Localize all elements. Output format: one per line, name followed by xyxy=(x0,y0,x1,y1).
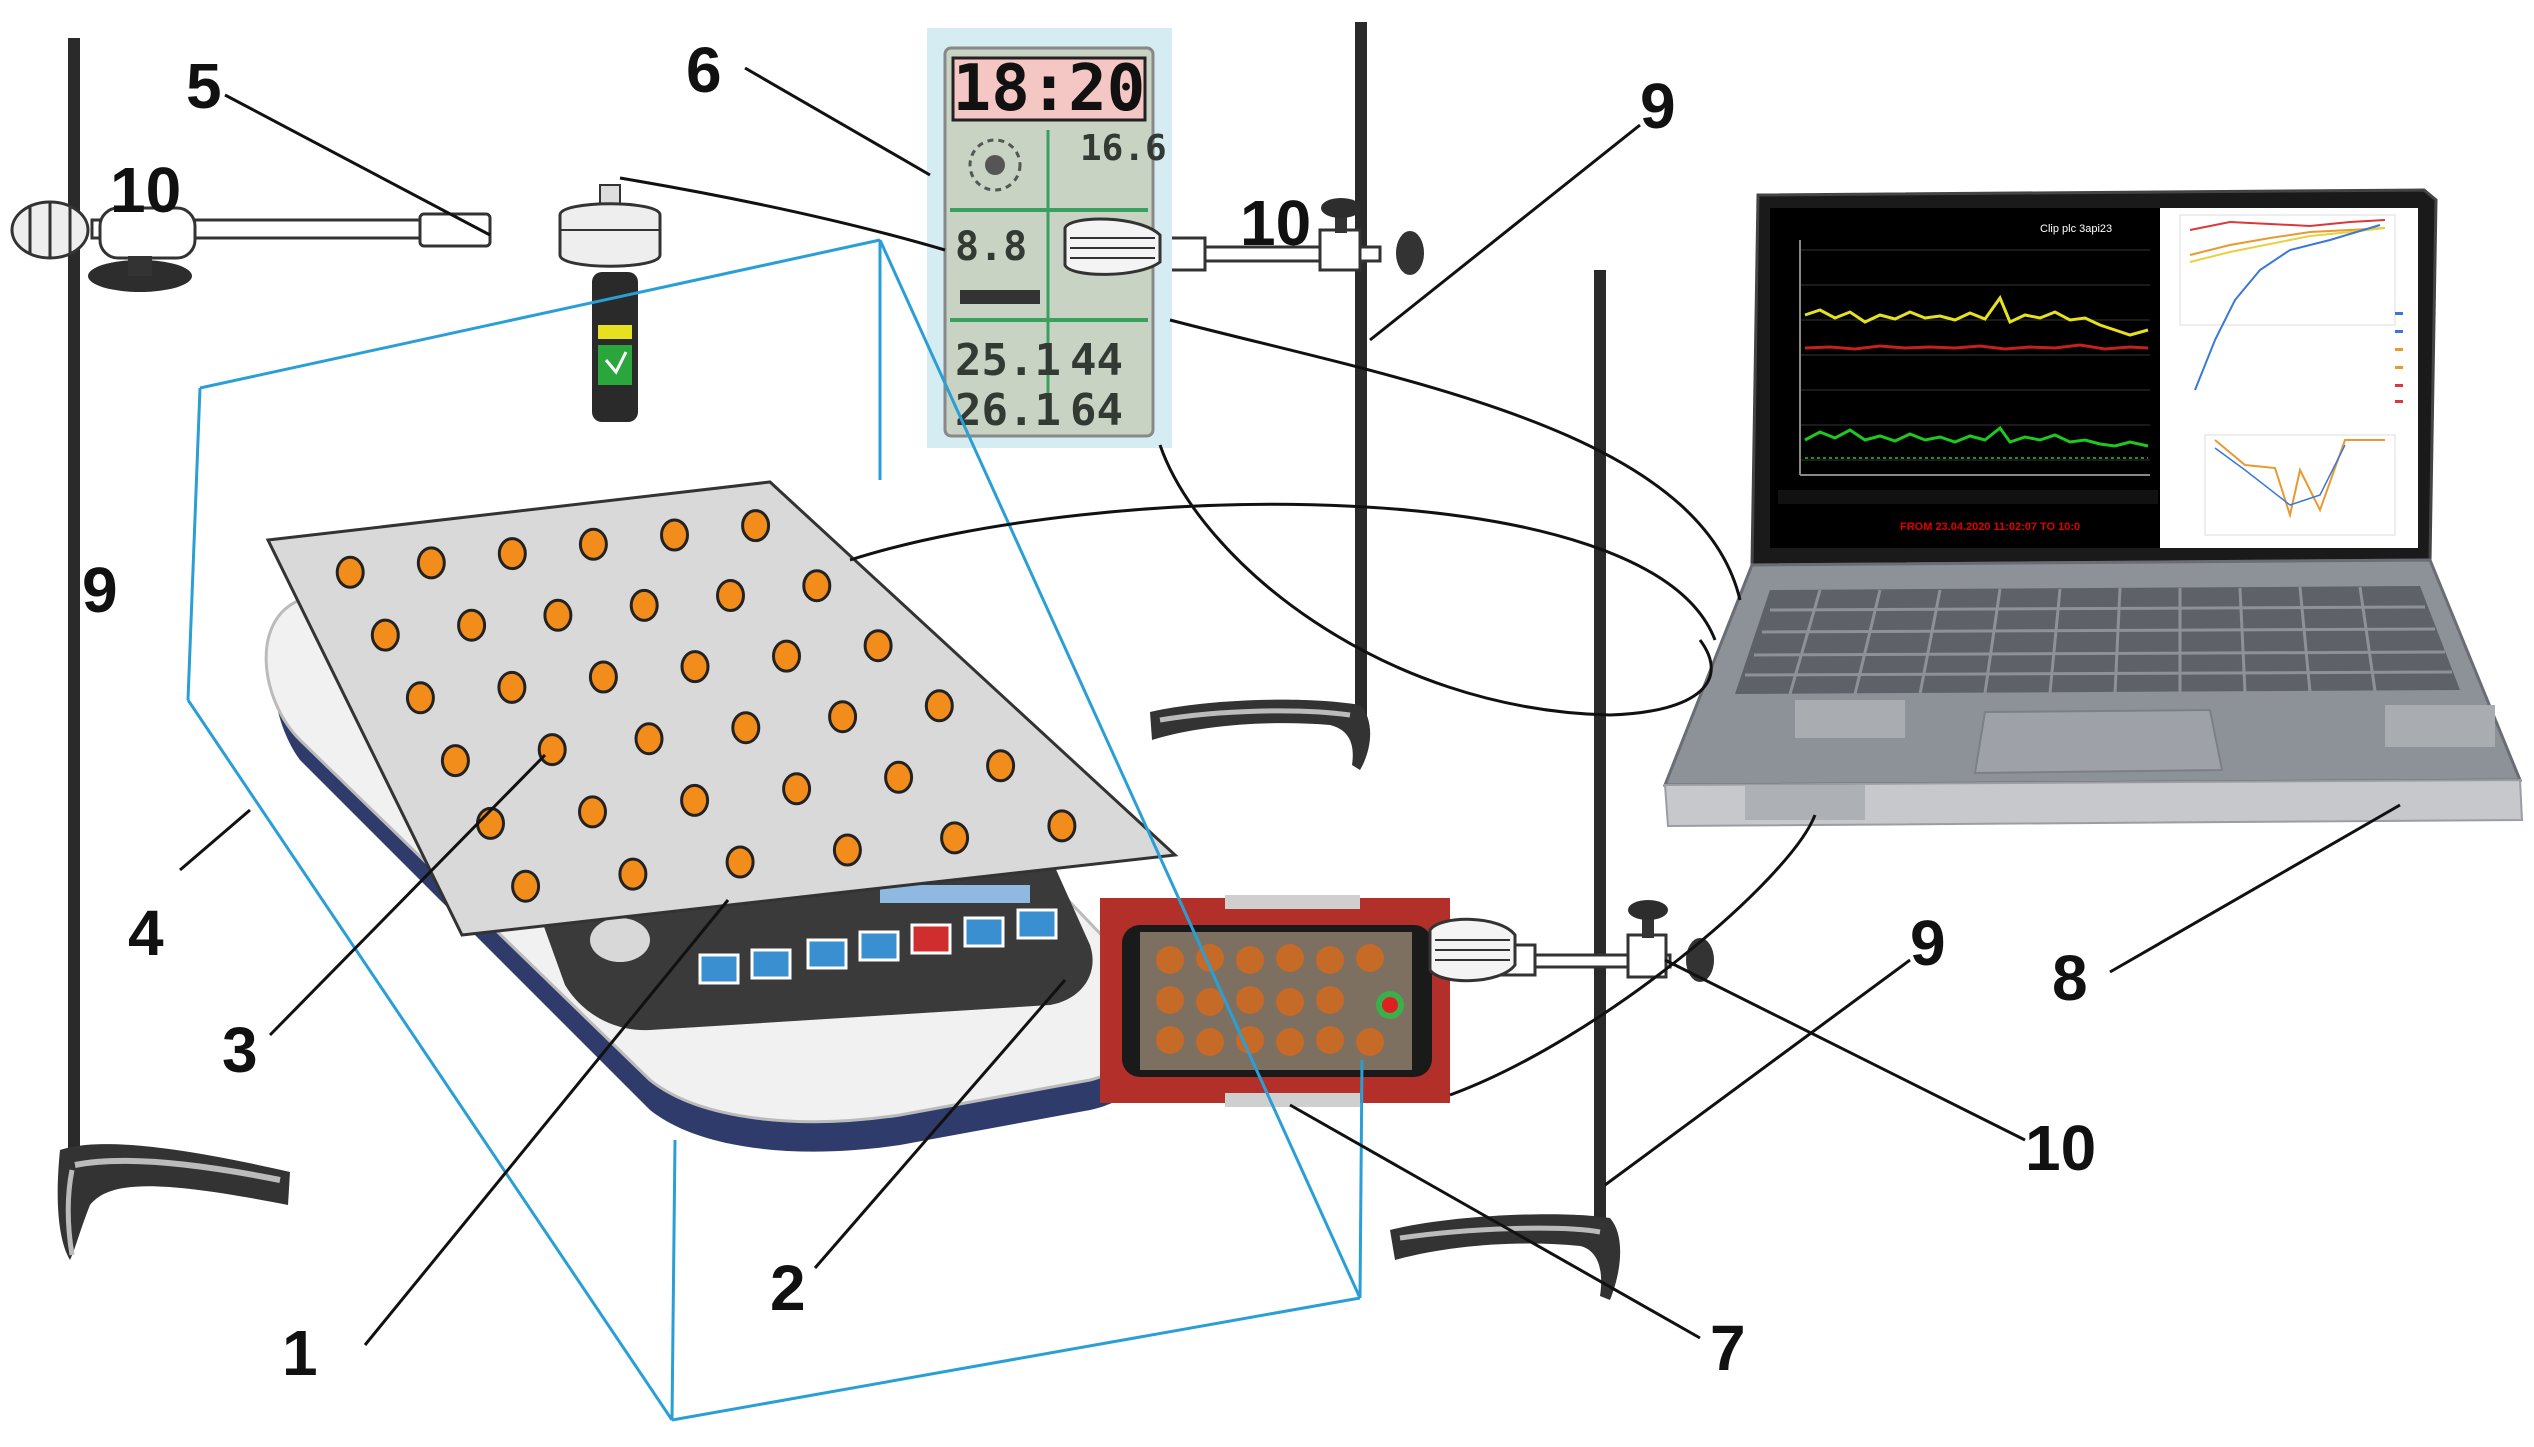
sample-dot xyxy=(680,783,710,817)
sample-dot xyxy=(497,670,527,704)
stand-left xyxy=(57,38,290,1260)
smartphone xyxy=(1100,895,1517,1107)
sample-dot xyxy=(537,733,567,767)
sample-dot xyxy=(986,749,1016,783)
laptop-footer-text: FROM 23.04.2020 11:02:07 TO 10:0 xyxy=(1900,521,2080,533)
callout-7: 7 xyxy=(1710,1312,1746,1384)
callout-5: 5 xyxy=(186,50,222,122)
weather-temp-indoor: 25.1 xyxy=(955,335,1061,386)
sample-dot xyxy=(476,806,505,840)
stand-middle xyxy=(1150,22,1371,770)
callout-10-middle: 10 xyxy=(1240,187,1311,259)
sample-dot xyxy=(497,537,527,571)
sample-dot xyxy=(832,833,862,867)
sample-dot xyxy=(405,681,435,715)
sample-sheet xyxy=(265,480,1179,937)
sample-dot xyxy=(588,660,618,694)
callout-3: 3 xyxy=(222,1014,258,1086)
sample-dot xyxy=(578,527,608,561)
sample-dot xyxy=(884,760,914,794)
sample-dot xyxy=(924,689,954,723)
callout-1: 1 xyxy=(282,1317,318,1389)
callout-2: 2 xyxy=(770,1252,806,1324)
sample-dot xyxy=(416,546,446,580)
sample-dot xyxy=(634,722,664,756)
weather-hum-outdoor: 64 xyxy=(1070,385,1123,436)
sample-dot xyxy=(629,588,659,622)
cables xyxy=(619,176,1817,1097)
stand-right xyxy=(1390,270,1621,1300)
sample-dot xyxy=(940,821,970,855)
weather-hum-indoor: 44 xyxy=(1070,335,1123,386)
sample-dot xyxy=(1047,809,1077,843)
laptop: Clip plc 3api23 FROM 23.04.2020 11:02:07… xyxy=(1662,188,2524,828)
sample-dot xyxy=(772,639,801,673)
callout-9-top: 9 xyxy=(1640,70,1676,142)
sample-dot xyxy=(741,509,771,543)
laptop-chart-title: Clip plc 3api23 xyxy=(2040,223,2112,235)
callout-labels: 1 2 3 4 5 6 7 8 9 9 9 10 10 10 xyxy=(82,34,2096,1389)
callout-4: 4 xyxy=(128,897,164,969)
sample-dot xyxy=(618,857,648,891)
sample-dot xyxy=(543,598,573,632)
sample-dot xyxy=(716,579,745,612)
sample-dot xyxy=(511,869,541,903)
sample-dot xyxy=(660,518,689,552)
sample-dot xyxy=(457,608,487,642)
callout-6: 6 xyxy=(686,34,722,106)
weather-upper-right: 16.6 xyxy=(1080,128,1167,169)
green-series-line xyxy=(1804,425,2149,448)
sample-dot xyxy=(731,711,761,745)
leader-lines xyxy=(179,66,2401,1346)
red-series-line xyxy=(1804,343,2149,351)
callout-10-left: 10 xyxy=(110,154,181,226)
callout-8: 8 xyxy=(2052,942,2088,1014)
laptop-keyboard xyxy=(1735,586,2495,820)
sample-dot xyxy=(725,845,755,879)
sample-dot xyxy=(802,569,832,603)
callout-9-left: 9 xyxy=(82,554,118,626)
callout-9-right: 9 xyxy=(1910,907,1946,979)
scale-keypad xyxy=(698,885,1058,985)
weather-temp-outdoor: 26.1 xyxy=(955,385,1061,436)
data-logger xyxy=(558,184,662,422)
weather-mid-left: 8.8 xyxy=(955,224,1027,270)
clamp-left xyxy=(10,200,492,292)
sample-dot xyxy=(440,744,470,778)
sample-dot xyxy=(335,555,365,589)
sample-dot xyxy=(370,618,400,652)
yellow-series-line xyxy=(1804,294,2149,337)
sample-dot xyxy=(680,650,710,684)
callout-10-right: 10 xyxy=(2025,1112,2096,1184)
sample-dots xyxy=(335,509,1077,903)
sample-dot xyxy=(863,629,893,663)
weather-station: 18:20 16.6 8.8 25.1 44 26.1 64 xyxy=(927,28,1172,448)
laptop-side-plots xyxy=(2179,214,2412,536)
sample-dot xyxy=(782,772,812,806)
laptop-screen-chart: Clip plc 3api23 FROM 23.04.2020 11:02:07… xyxy=(1778,223,2158,533)
chamber-box xyxy=(186,238,1364,1422)
sample-dot xyxy=(828,700,858,734)
weather-station-clock: 18:20 xyxy=(953,52,1146,126)
sample-dot xyxy=(578,795,607,829)
